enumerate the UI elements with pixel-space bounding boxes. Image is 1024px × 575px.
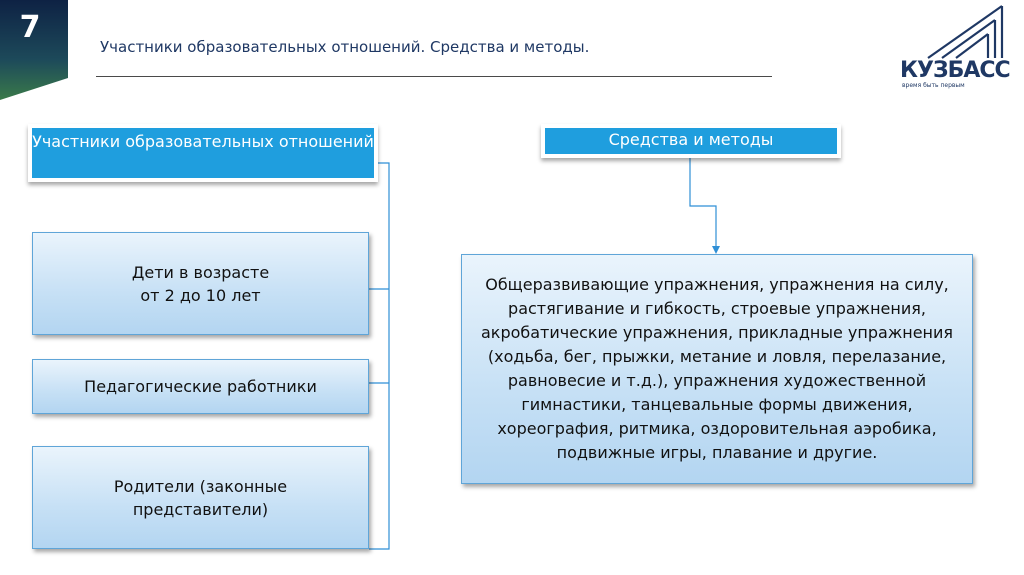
participant-parents: Родители (законные представители)	[32, 446, 369, 549]
slide-number: 7	[19, 10, 41, 45]
slide-number-badge	[0, 0, 68, 100]
participant-children: Дети в возрасте от 2 до 10 лет	[32, 232, 369, 335]
participant-teachers: Педагогические работники	[32, 359, 369, 414]
methods-description: Общеразвивающие упражнения, упражнения н…	[461, 254, 973, 484]
kuzbass-logo-icon	[927, 5, 1004, 59]
page-title: Участники образовательных отношений. Сре…	[100, 38, 590, 56]
methods-header: Средства и методы	[541, 124, 841, 158]
logo-wordmark: КУЗБАСС	[900, 58, 1011, 83]
participants-header: Участники образовательных отношений	[28, 124, 378, 182]
title-divider	[96, 76, 772, 77]
logo-tagline: время быть первым	[902, 82, 965, 89]
